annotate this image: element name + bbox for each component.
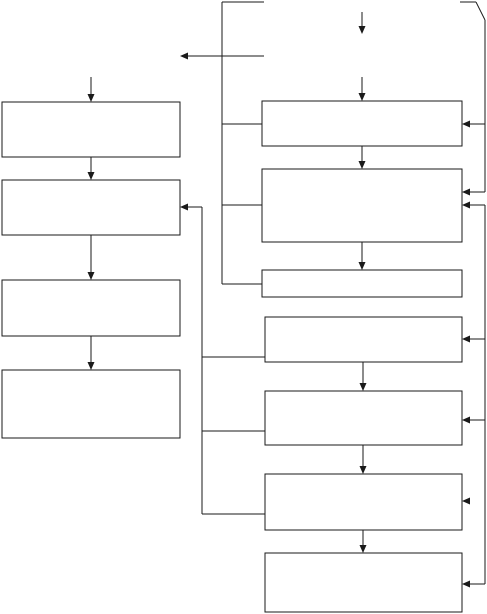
node-l3 xyxy=(1,279,181,337)
node-r3 xyxy=(261,269,463,298)
edge-r4-to-r5 xyxy=(359,362,367,391)
edge-r5-to-r6 xyxy=(359,445,367,474)
edge-r2-to-r3 xyxy=(358,242,366,270)
node-r1 xyxy=(261,100,463,147)
right-feedback-rail-lower xyxy=(462,201,486,588)
edge-l2-to-l3 xyxy=(87,235,95,280)
edge-start-to-r1 xyxy=(358,77,366,101)
edge-l1-to-l2 xyxy=(87,157,95,180)
edge-r1-to-r2 xyxy=(358,146,366,169)
node-r7 xyxy=(264,552,463,613)
node-l2 xyxy=(1,179,181,236)
node-r6 xyxy=(264,473,463,531)
edge-l3-to-l4 xyxy=(87,336,95,370)
node-l1 xyxy=(1,101,181,158)
edge-top-entry xyxy=(358,12,366,34)
right-feedback-rail-upper xyxy=(460,1,486,196)
edge-bracket-to-left xyxy=(180,52,264,60)
node-r4 xyxy=(264,316,463,363)
edge-r6-to-r7 xyxy=(359,530,367,553)
lower-bracket-connector xyxy=(180,203,265,515)
node-l4 xyxy=(1,369,181,439)
node-r5 xyxy=(264,390,463,446)
upper-bracket-connector xyxy=(221,1,264,285)
node-r2 xyxy=(261,168,463,243)
edge-start-to-l1 xyxy=(87,77,95,102)
